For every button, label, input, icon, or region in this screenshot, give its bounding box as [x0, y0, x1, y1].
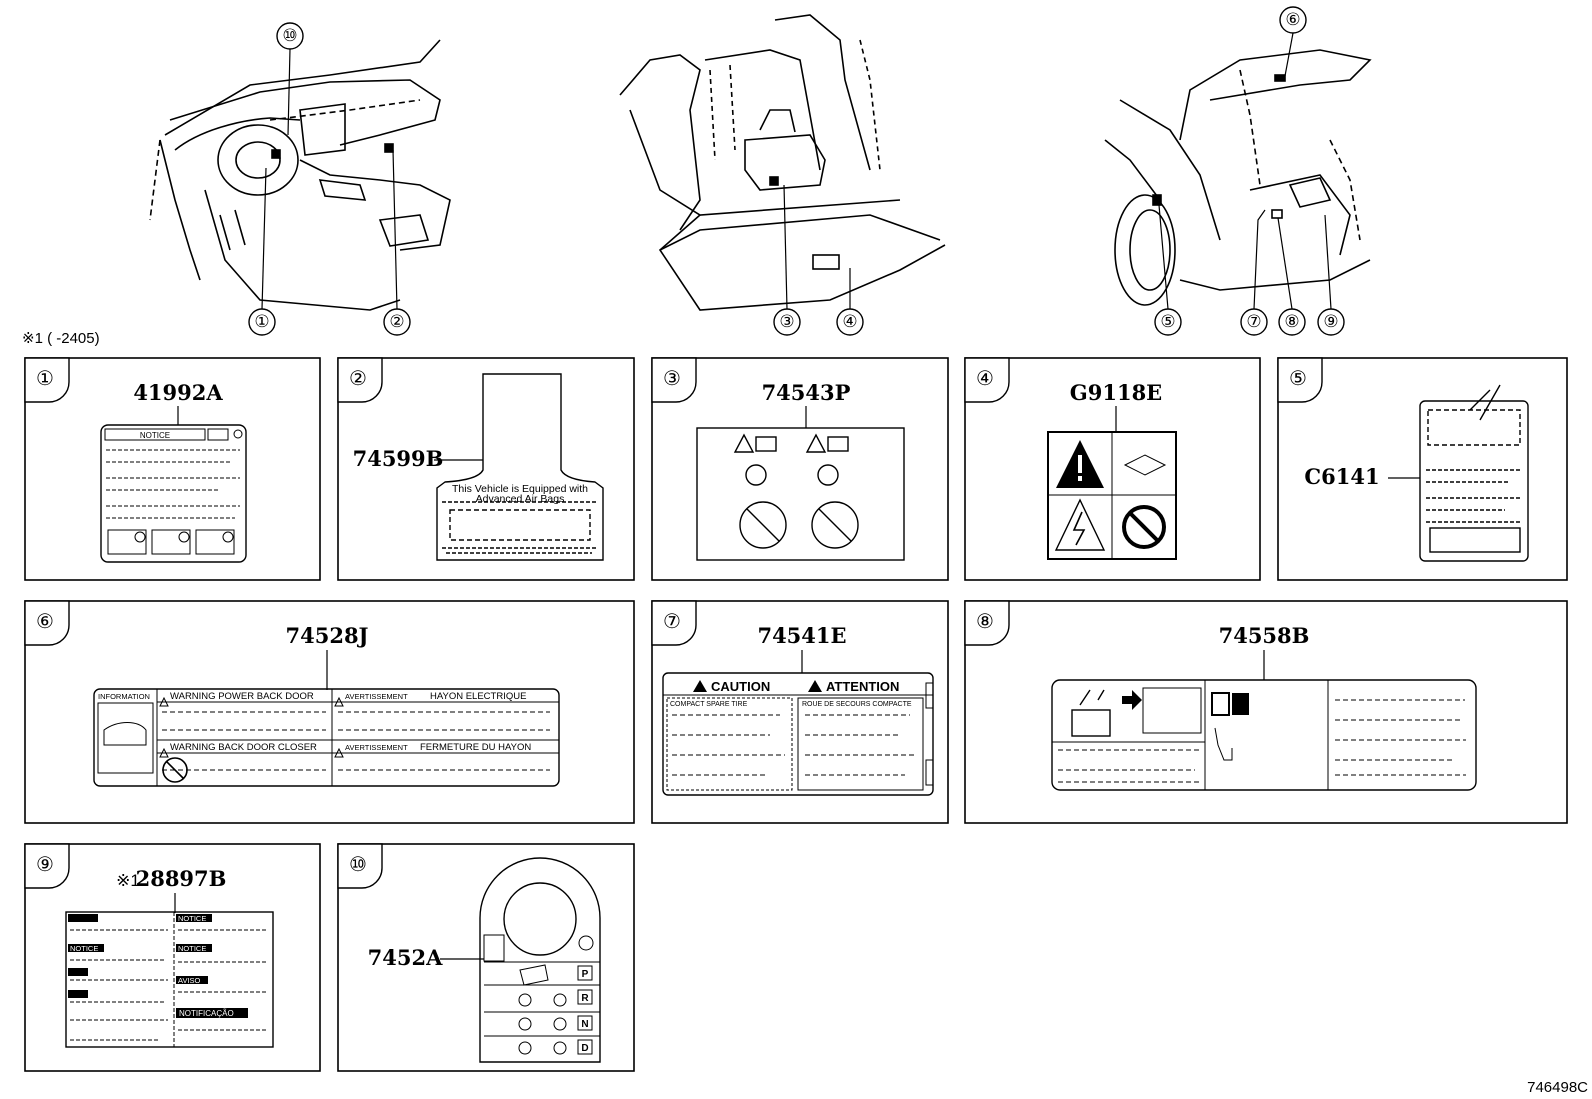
warning-triangle-icon	[693, 680, 707, 692]
part-7452A: 7452A	[368, 945, 443, 970]
label-74528J	[93, 650, 560, 787]
label-41992A: NOTICE	[100, 406, 247, 563]
svg-text:⑩: ⑩	[349, 852, 367, 876]
leader-lines	[261, 32, 1332, 310]
svg-text:This Vehicle is Equipped with: This Vehicle is Equipped with	[452, 483, 588, 495]
part-74599B: 74599B	[353, 446, 444, 471]
svg-text:AVERTISSEMENT: AVERTISSEMENT	[345, 692, 408, 701]
svg-text:D: D	[581, 1043, 588, 1054]
label-74541E	[662, 650, 934, 796]
svg-text:AVERTISSEMENT: AVERTISSEMENT	[345, 743, 408, 752]
label-74541E-text: CAUTION ATTENTION COMPACT SPARE TIRE ROU…	[670, 679, 912, 708]
gear-letters: P R N D	[581, 969, 589, 1054]
label-C6141	[1388, 384, 1529, 562]
svg-text:HAYON ELECTRIQUE: HAYON ELECTRIQUE	[430, 691, 526, 702]
manual-book-icon	[755, 436, 777, 452]
svg-text:⑦: ⑦	[663, 609, 681, 633]
svg-text:⑤: ⑤	[1160, 312, 1175, 332]
svg-text:⑤: ⑤	[1289, 366, 1307, 390]
part-28897B: 28897B	[136, 866, 227, 891]
label-28897B	[65, 893, 274, 1048]
svg-text:FERMETURE DU HAYON: FERMETURE DU HAYON	[420, 742, 531, 753]
svg-text:⑨: ⑨	[36, 852, 54, 876]
svg-text:⑦: ⑦	[1246, 312, 1261, 332]
svg-text:⑧: ⑧	[976, 609, 994, 633]
warning-triangle-icon	[805, 433, 827, 453]
part-G9118E: G9118E	[1070, 380, 1162, 405]
warning-triangle-icon	[159, 747, 169, 758]
svg-text:N: N	[581, 1019, 588, 1030]
part-numbers: 41992A 74599B 74543P G9118E C6141 74528J…	[133, 380, 1379, 970]
note-marker: ※1	[116, 871, 140, 890]
dashboard-illustration	[149, 39, 451, 311]
warning-triangle-icon	[334, 696, 344, 707]
no-hand-icon	[1122, 505, 1166, 549]
svg-text:④: ④	[842, 312, 857, 332]
part-74558B: 74558B	[1219, 623, 1310, 648]
label-7452A	[440, 857, 601, 1063]
part-74543P: 74543P	[762, 380, 851, 405]
svg-text:NOTICE: NOTICE	[178, 914, 206, 923]
svg-text:ATTENTION: ATTENTION	[826, 679, 899, 694]
manual-book-icon	[1211, 692, 1249, 716]
part-74541E: 74541E	[757, 623, 846, 648]
panel-number-tabs	[24, 357, 1323, 889]
svg-text:NOTICE: NOTICE	[140, 431, 170, 440]
warning-triangle-icon	[808, 680, 822, 692]
svg-text:R: R	[581, 993, 589, 1004]
no-hand-icon	[162, 757, 188, 783]
part-74528J: 74528J	[286, 623, 369, 648]
svg-text:NOTICE: NOTICE	[178, 944, 206, 953]
label-74558B	[1051, 650, 1477, 791]
panel-numbers: ① ② ③ ④ ⑤ ⑥ ⑦ ⑧ ⑨ ⑩	[36, 366, 1307, 876]
warning-triangle-icon	[159, 696, 169, 707]
svg-text:②: ②	[349, 366, 367, 390]
battery-icon	[1071, 689, 1111, 737]
label-74528J-text: INFORMATION WARNING POWER BACK DOOR AVER…	[98, 691, 531, 753]
svg-text:COMPACT SPARE TIRE: COMPACT SPARE TIRE	[670, 701, 748, 708]
svg-text:WARNING POWER BACK DOOR: WARNING POWER BACK DOOR	[170, 691, 314, 702]
svg-text:INFORMATION: INFORMATION	[98, 692, 150, 701]
warning-triangle-icon	[334, 747, 344, 758]
svg-text:AVISO: AVISO	[178, 976, 201, 985]
part-C6141: C6141	[1304, 464, 1379, 489]
svg-text:③: ③	[779, 312, 794, 332]
label-G9118E	[1047, 406, 1177, 560]
svg-text:①: ①	[36, 366, 54, 390]
svg-text:Advanced Air Bags: Advanced Air Bags	[476, 493, 565, 505]
svg-text:WARNING BACK DOOR CLOSER: WARNING BACK DOOR CLOSER	[170, 742, 317, 753]
label-74599B-text: This Vehicle is Equipped with Advanced A…	[452, 483, 588, 505]
svg-text:⑨: ⑨	[1323, 312, 1338, 332]
svg-text:①: ①	[254, 312, 269, 332]
svg-text:③: ③	[663, 366, 681, 390]
label-28897B-text: NOTICE NOTICE NOTICE AVISO NOTIFICAÇÃO	[70, 914, 234, 1018]
svg-text:NOTICE: NOTICE	[70, 944, 98, 953]
figure-id: 746498C	[1527, 1079, 1588, 1096]
top-callout-numbers: ⑩ ① ② ③ ④ ⑥ ⑤ ⑦ ⑧ ⑨	[254, 10, 1338, 332]
label-74543P	[696, 406, 905, 561]
svg-text:⑥: ⑥	[36, 609, 54, 633]
manual-book-icon	[827, 436, 849, 452]
part-41992A: 41992A	[133, 380, 223, 405]
panel-frames	[24, 357, 1568, 1072]
label-74599B	[434, 373, 604, 561]
warning-triangle-icon	[733, 433, 755, 453]
svg-text:②: ②	[389, 312, 404, 332]
svg-text:④: ④	[976, 366, 994, 390]
svg-text:⑥: ⑥	[1285, 10, 1300, 30]
svg-text:CAUTION: CAUTION	[711, 679, 770, 694]
svg-text:P: P	[582, 969, 589, 980]
top-callouts	[248, 6, 1345, 336]
finger-icon	[1214, 727, 1233, 761]
cargo-area-illustration	[1104, 49, 1372, 306]
manual-book-icon	[1123, 454, 1167, 476]
svg-text:ROUE DE SECOURS COMPACTE: ROUE DE SECOURS COMPACTE	[802, 701, 912, 708]
svg-text:⑧: ⑧	[1284, 312, 1299, 332]
note-text: ※1 ( -2405)	[22, 330, 100, 347]
electric-shock-icon	[1054, 498, 1106, 551]
rear-seat-illustration	[619, 14, 946, 311]
svg-text:NOTIFICAÇÃO: NOTIFICAÇÃO	[179, 1009, 234, 1018]
svg-text:⑩: ⑩	[282, 26, 297, 46]
